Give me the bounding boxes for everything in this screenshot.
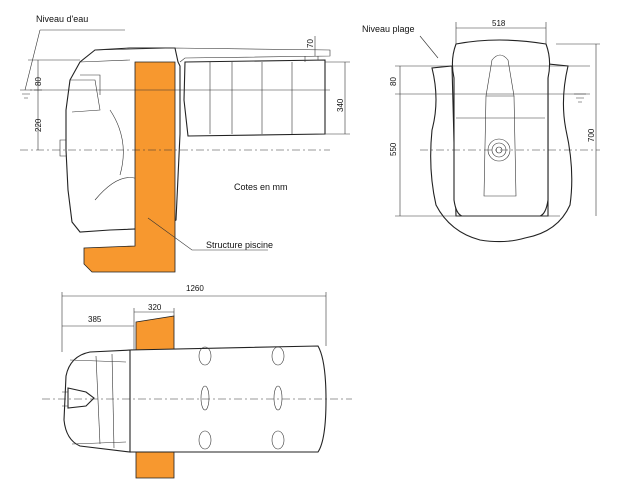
top-view: 1260 320 385 bbox=[42, 284, 352, 479]
dim-700: 700 bbox=[587, 128, 596, 142]
dim-70: 70 bbox=[306, 39, 315, 48]
skimmer-housing-top bbox=[129, 345, 327, 453]
label-niveau-eau: Niveau d'eau bbox=[36, 14, 88, 24]
front-view: 80 550 700 518 Niveau plage bbox=[362, 19, 600, 243]
dim-518: 518 bbox=[492, 19, 506, 28]
side-view: Niveau d'eau 80 220 340 70 Structure pis… bbox=[20, 14, 350, 273]
dim-220: 220 bbox=[34, 118, 43, 132]
dim-550: 550 bbox=[389, 142, 398, 156]
pool-structure-side bbox=[83, 61, 176, 273]
pool-wall-cutout bbox=[430, 63, 573, 243]
dim-1260: 1260 bbox=[186, 284, 204, 293]
dim-340: 340 bbox=[336, 98, 345, 112]
dim-320: 320 bbox=[148, 303, 162, 312]
skimmer-basket-side bbox=[183, 59, 326, 137]
label-niveau-plage: Niveau plage bbox=[362, 24, 415, 34]
dim-80-right: 80 bbox=[389, 77, 398, 86]
dim-80-left: 80 bbox=[34, 77, 43, 86]
dim-385: 385 bbox=[88, 315, 102, 324]
label-structure-piscine: Structure piscine bbox=[206, 240, 273, 250]
pool-structure-top bbox=[135, 315, 175, 351]
skimmer-body-front bbox=[451, 39, 551, 217]
label-cotes: Cotes en mm bbox=[234, 182, 288, 192]
